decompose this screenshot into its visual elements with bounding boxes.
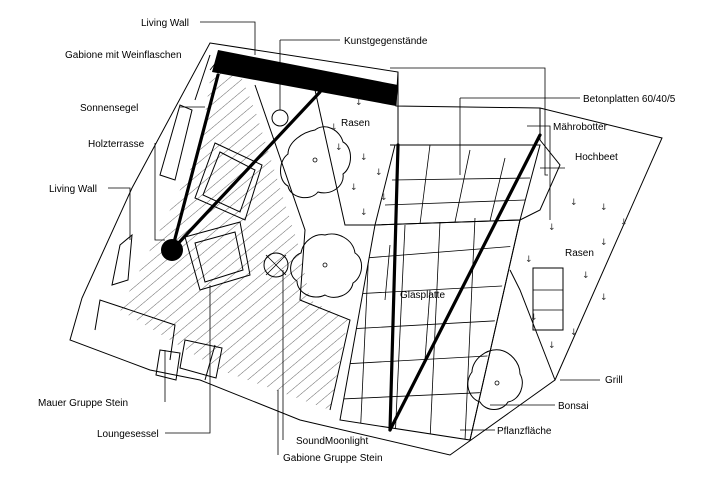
loungesessel-2	[184, 221, 251, 291]
lawn-mark: ↓	[355, 98, 363, 108]
label-bonsai: Bonsai	[558, 401, 589, 412]
lawn-mark: ↓	[600, 293, 608, 303]
lawn-marks: ↓ ↓ ↓ ↓ ↓ ↓ ↓ ↓ ↓ ↓ ↓ ↓ ↓ ↓ ↓ ↓ ↓ ↓ ↓	[330, 98, 628, 351]
lawn-mark: ↓	[335, 143, 343, 153]
lawn-mark: ↓	[570, 198, 578, 208]
lawn-mark: ↓	[350, 183, 358, 193]
lawn-mark: ↓	[582, 271, 590, 281]
gabione-wine-bar	[212, 50, 398, 106]
betonplatten-grid	[339, 144, 541, 441]
loungesessel-1	[194, 142, 263, 221]
label-sonnensegel: Sonnensegel	[80, 103, 138, 114]
lawn-mark: ↓	[548, 341, 556, 351]
label-holzterrasse: Holzterrasse	[88, 139, 145, 150]
lawn-mark: ↓	[530, 313, 538, 323]
lawn-mark: ↓	[600, 203, 608, 213]
label-grill: Grill	[605, 375, 623, 386]
label-living-wall-left: Living Wall	[49, 184, 97, 195]
sonnensegel-lines	[170, 73, 542, 432]
holzterrasse-area	[120, 62, 348, 410]
label-maehrobotter: Mährobotter	[553, 122, 608, 133]
lawn-mark: ↓	[330, 123, 338, 133]
tree-top	[280, 126, 351, 199]
grill-symbol	[532, 267, 564, 331]
lawn-mark: ↓	[548, 223, 556, 233]
leader-lines	[108, 21, 600, 455]
label-loungesessel: Loungesessel	[97, 429, 159, 440]
tree-middle	[290, 233, 362, 298]
lawn-mark: ↓	[360, 208, 368, 218]
label-gabione-wein: Gabione mit Weinflaschen	[65, 50, 182, 61]
label-rasen-right: Rasen	[565, 248, 594, 259]
label-gabione-gruppe: Gabione Gruppe Stein	[283, 453, 383, 464]
lawn-mark: ↓	[570, 328, 578, 338]
lawn-mark: ↓	[620, 218, 628, 228]
lawn-mark: ↓	[380, 193, 388, 203]
label-pflanzflaeche: Pflanzfläche	[497, 426, 552, 437]
bonsai-tree	[467, 349, 523, 410]
lawn-mark: ↓	[600, 238, 608, 248]
lawn-mark: ↓	[360, 153, 368, 163]
label-rasen-top: Rasen	[341, 118, 370, 129]
label-soundmoonlight: SoundMoonlight	[296, 436, 368, 447]
label-mauer-gruppe: Mauer Gruppe Stein	[38, 398, 128, 409]
kunst-circle	[271, 109, 289, 127]
living-wall-left	[111, 54, 211, 286]
label-glasplatte: Glasplatte	[400, 290, 445, 301]
label-hochbeet: Hochbeet	[575, 152, 618, 163]
sail-post-dot	[161, 239, 183, 261]
label-living-wall-top: Living Wall	[141, 18, 189, 29]
label-betonplatten: Betonplatten 60/40/5	[583, 94, 676, 105]
lawn-mark: ↓	[375, 168, 383, 178]
lawn-mark: ↓	[525, 255, 533, 265]
site-boundary	[69, 42, 663, 456]
label-kunstgegenstaende: Kunstgegenstände	[344, 36, 428, 47]
